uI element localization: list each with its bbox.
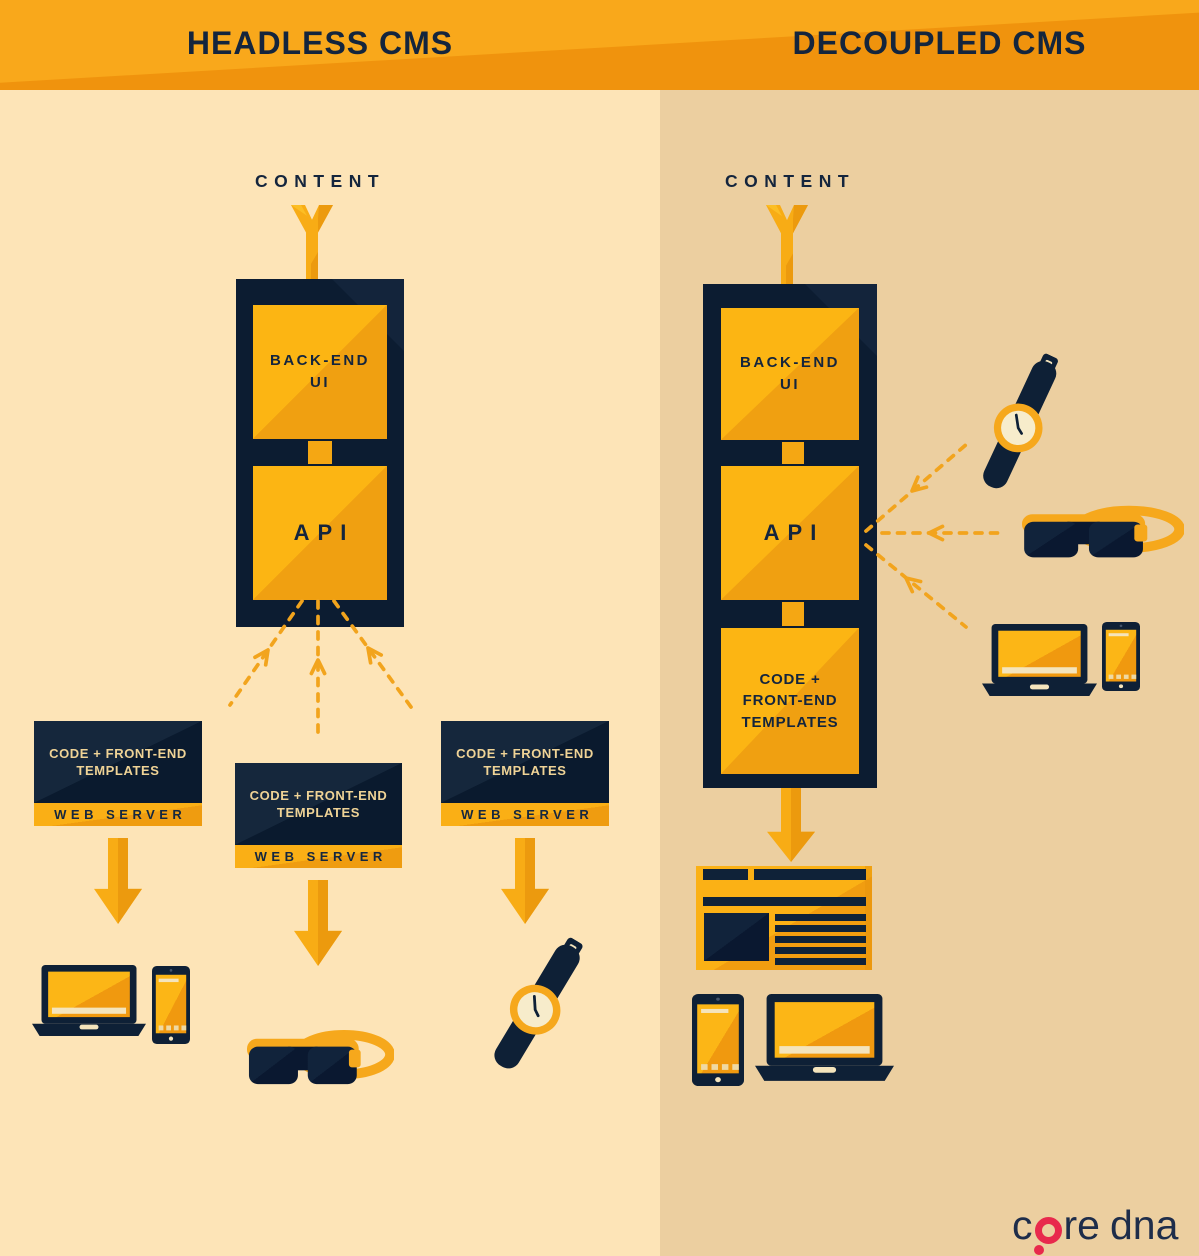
tablet-icon	[1102, 622, 1140, 691]
backend-ui-label: BACK-END UI	[270, 352, 370, 391]
webpage-icon	[696, 866, 872, 970]
solid-down-arrow-icon	[94, 838, 142, 924]
web-server-label: WEB SERVER	[461, 807, 594, 822]
solid-down-arrow-icon	[294, 880, 342, 966]
templates-label: CODE + FRONT-END TEMPLATES	[456, 745, 594, 779]
content-label-right: CONTENT	[724, 171, 856, 191]
logo-text-dna: dna	[1109, 1202, 1179, 1248]
solid-down-arrow-icon	[501, 838, 549, 924]
brand-logo: c re dna	[1012, 1198, 1179, 1255]
logo-text-c: c	[1012, 1202, 1033, 1248]
web-server-box: CODE + FRONT-END TEMPLATES WEB SERVER	[34, 721, 202, 826]
smartphone-icon	[152, 966, 190, 1044]
decoupled-cms-title: DECOUPLED CMS	[792, 25, 1087, 61]
logo-o-ring-icon	[1034, 1217, 1062, 1244]
templates-label: CODE + FRONT-END TEMPLATES	[249, 787, 388, 821]
laptop-icon	[755, 994, 894, 1082]
content-label-left: CONTENT	[254, 171, 386, 191]
web-server-box: CODE + FRONT-END TEMPLATES WEB SERVER	[235, 763, 402, 868]
solid-down-arrow-icon	[767, 788, 815, 862]
web-server-label: WEB SERVER	[254, 849, 387, 864]
tablet-icon	[692, 994, 744, 1086]
backend-ui-box: BACK-END UI	[253, 305, 387, 439]
web-server-bar: WEB SERVER	[34, 803, 202, 826]
headless-cms-title: HEADLESS CMS	[186, 25, 454, 61]
headless-cms-container: BACK-END UI API	[236, 279, 404, 627]
web-server-bar: WEB SERVER	[235, 845, 402, 868]
templates-label: CODE + FRONT-END TEMPLATES	[741, 670, 839, 731]
laptop-icon	[982, 624, 1097, 697]
header-banner: HEADLESS CMS DECOUPLED CMS	[0, 0, 1199, 90]
logo-dot-icon	[1034, 1245, 1044, 1255]
smart-glasses-icon	[247, 1026, 394, 1091]
templates-section: CODE + FRONT-END TEMPLATES	[441, 721, 609, 803]
backend-ui-box: BACK-END UI	[721, 308, 859, 440]
backend-ui-label: BACK-END UI	[740, 354, 840, 393]
templates-label: CODE + FRONT-END TEMPLATES	[49, 745, 187, 779]
templates-box: CODE + FRONT-END TEMPLATES	[721, 628, 859, 774]
web-server-box: CODE + FRONT-END TEMPLATES WEB SERVER	[441, 721, 609, 826]
logo-text-re: re	[1063, 1202, 1100, 1248]
connector	[782, 442, 804, 464]
web-server-bar: WEB SERVER	[441, 803, 609, 826]
connector	[308, 441, 332, 464]
templates-section: CODE + FRONT-END TEMPLATES	[235, 763, 402, 845]
laptop-icon	[32, 965, 146, 1037]
decoupled-cms-container: BACK-END UI API CODE + FRONT-END TEMPLAT…	[703, 284, 877, 788]
connector	[782, 602, 804, 626]
templates-section: CODE + FRONT-END TEMPLATES	[34, 721, 202, 803]
api-label: API	[763, 520, 825, 545]
web-server-label: WEB SERVER	[54, 807, 187, 822]
smart-glasses-icon	[1022, 502, 1184, 564]
api-box: API	[253, 466, 387, 600]
api-label: API	[293, 520, 355, 545]
api-box: API	[721, 466, 859, 600]
